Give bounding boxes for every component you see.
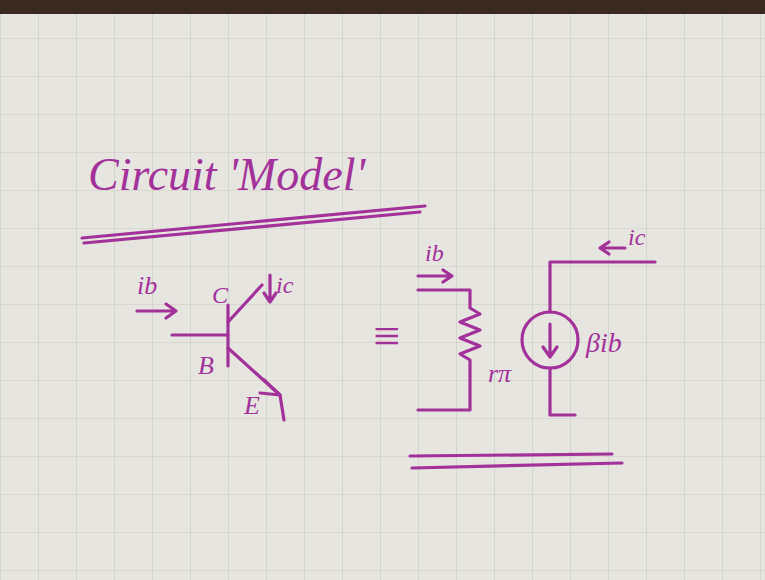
current-source [522, 312, 578, 368]
equivalence-sign: ≡ [370, 310, 402, 363]
title: Circuit 'Model' [88, 150, 365, 201]
collector-wire [550, 262, 655, 312]
top-edge [0, 0, 765, 14]
double-underline [412, 463, 622, 468]
current-label: ib [425, 240, 444, 266]
title-underline [82, 206, 425, 238]
current-arrow [600, 242, 625, 254]
current-arrow [418, 270, 452, 282]
current-arrow [264, 275, 276, 302]
terminal-label: E [244, 392, 260, 421]
emitter-lead [228, 348, 284, 420]
source-label: βib [586, 328, 622, 359]
current-label: ic [628, 224, 645, 250]
emitter-wire [550, 368, 575, 415]
base-bar [226, 305, 229, 366]
base-lead [172, 333, 228, 336]
current-label: ic [276, 272, 293, 298]
double-underline [410, 454, 612, 456]
r-pi-resistor [418, 290, 480, 410]
current-arrow [137, 304, 176, 318]
current-label: ib [137, 272, 157, 301]
emitter-arrow [260, 380, 280, 395]
collector-lead [228, 285, 262, 322]
terminal-label: B [198, 352, 214, 381]
source-arrow [543, 324, 557, 357]
resistor-label: rπ [488, 360, 511, 389]
title-underline [84, 212, 420, 243]
terminal-label: C [212, 282, 228, 308]
